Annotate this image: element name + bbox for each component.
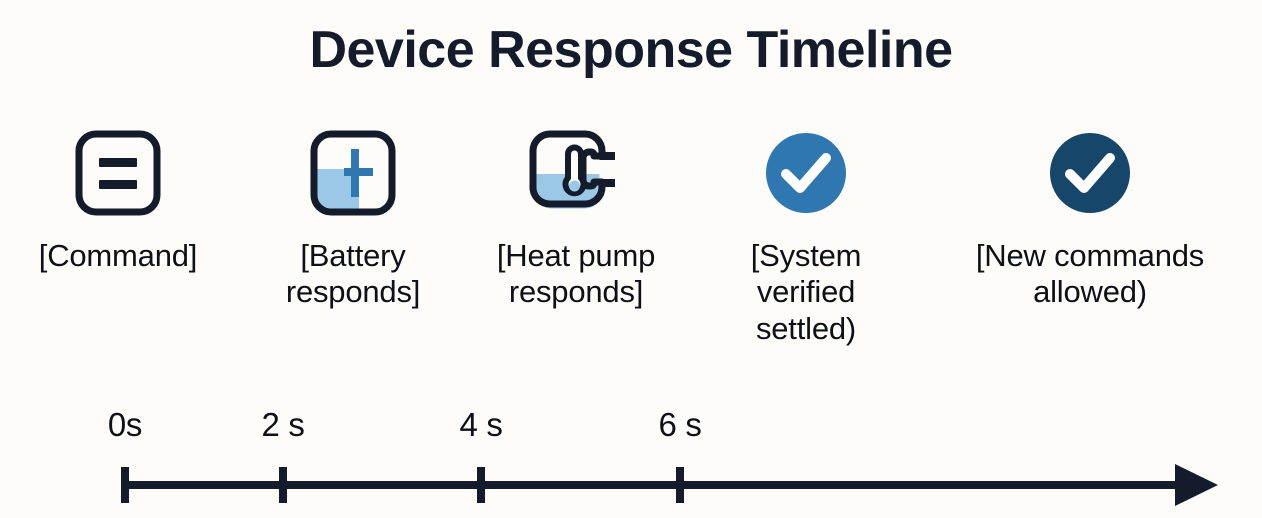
label-line: [System xyxy=(750,238,862,273)
label-line: allowed) xyxy=(1033,274,1147,310)
icon-container xyxy=(240,128,466,224)
heat-pump-icon xyxy=(529,130,615,209)
tick-label-2s: 2 s xyxy=(261,406,305,443)
milestone-label: [System verified settled) xyxy=(700,238,912,347)
check-circle-dark-icon xyxy=(1050,133,1130,213)
axis-line-with-arrow xyxy=(121,464,1218,506)
milestone-row: [Command] xyxy=(0,128,1262,398)
label-line: settled) xyxy=(755,310,857,346)
milestone-heat-pump[interactable]: [Heat pump responds] xyxy=(462,128,690,311)
milestone-battery[interactable]: [Battery responds] xyxy=(240,128,466,311)
milestone-label: [Command] xyxy=(2,238,234,274)
tick-label-0s: 0s xyxy=(107,406,143,443)
label-line: [Command] xyxy=(38,238,198,273)
label-line: responds] xyxy=(508,274,644,310)
milestone-new-commands[interactable]: [New commands allowed) xyxy=(930,128,1250,311)
label-line: verified xyxy=(756,274,856,310)
icon-container xyxy=(700,128,912,224)
icon-container xyxy=(462,128,690,224)
milestone-command[interactable]: [Command] xyxy=(2,128,234,274)
icon-container xyxy=(2,128,234,224)
label-line: [Heat pump xyxy=(496,238,656,273)
label-line: [Battery xyxy=(300,238,406,273)
icon-container xyxy=(930,128,1250,224)
milestone-label: [Heat pump responds] xyxy=(462,238,690,311)
page-title: Device Response Timeline xyxy=(309,21,953,79)
tick-label-6s: 6 s xyxy=(658,406,702,443)
label-line: [New commands xyxy=(975,238,1205,273)
label-line: responds] xyxy=(285,274,421,310)
milestone-label: [Battery responds] xyxy=(240,238,466,311)
time-axis: 0s 2 s 4 s 6 s xyxy=(0,398,1262,518)
check-circle-blue-icon xyxy=(766,133,846,213)
tick-label-4s: 4 s xyxy=(459,406,503,443)
command-icon xyxy=(75,130,161,216)
milestone-system-verified[interactable]: [System verified settled) xyxy=(700,128,912,347)
arrow-head-icon xyxy=(1175,464,1218,506)
battery-icon xyxy=(310,130,396,216)
milestone-label: [New commands allowed) xyxy=(930,238,1250,311)
